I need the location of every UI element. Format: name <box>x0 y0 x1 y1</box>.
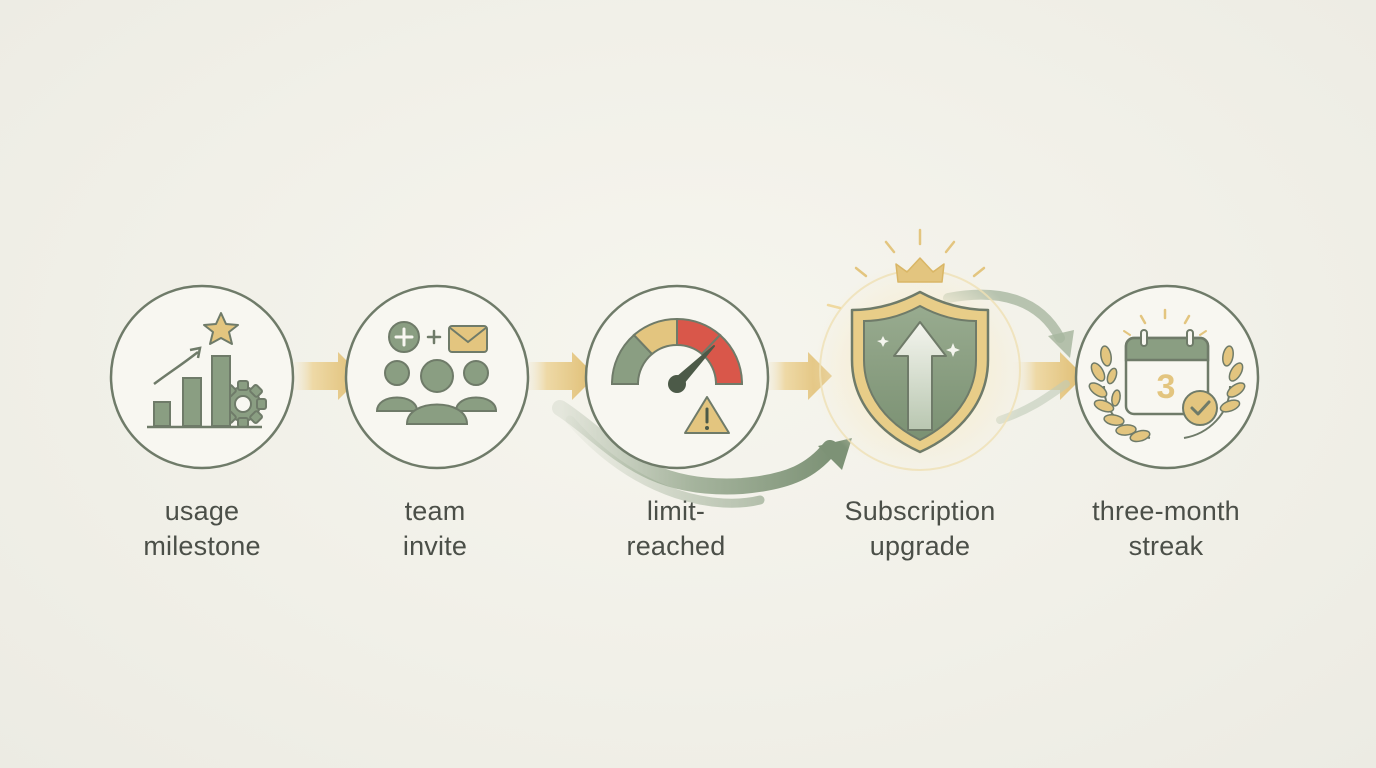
chart-star-gear-icon <box>147 312 267 429</box>
step-team-invite <box>344 284 530 470</box>
label-line: invite <box>402 531 468 561</box>
step-limit-reached <box>584 284 770 470</box>
step-label-team-invite: team invite <box>325 494 545 564</box>
step-label-subscription-upgrade: Subscription upgrade <box>810 494 1030 564</box>
step-subscription-upgrade <box>812 228 1028 478</box>
laurel-right-icon <box>1183 345 1246 439</box>
gauge-warning-icon <box>610 317 744 434</box>
label-line: team <box>404 496 466 526</box>
crown-icon <box>826 228 986 310</box>
label-line: three-month <box>1092 496 1240 526</box>
laurel-left-icon <box>1088 345 1151 443</box>
label-line: reached <box>626 531 726 561</box>
connector-arrow-2 <box>520 352 596 400</box>
label-line: streak <box>1128 531 1204 561</box>
step-usage-milestone <box>109 284 295 470</box>
label-line: usage <box>164 496 240 526</box>
connector-arrow-1 <box>286 352 362 400</box>
calendar-laurel-icon: 3 <box>1088 308 1246 443</box>
label-line: Subscription <box>844 496 996 526</box>
calendar-number: 3 <box>1157 368 1176 406</box>
step-three-month-streak: 3 <box>1074 284 1260 470</box>
label-line: limit- <box>646 496 706 526</box>
label-line: upgrade <box>869 531 971 561</box>
shield-arrow-icon <box>850 290 990 454</box>
step-label-limit-reached: limit- reached <box>566 494 786 564</box>
team-invite-icon <box>375 321 498 425</box>
step-label-usage-milestone: usage milestone <box>92 494 312 564</box>
step-label-three-month-streak: three-month streak <box>1056 494 1276 564</box>
label-line: milestone <box>143 531 261 561</box>
